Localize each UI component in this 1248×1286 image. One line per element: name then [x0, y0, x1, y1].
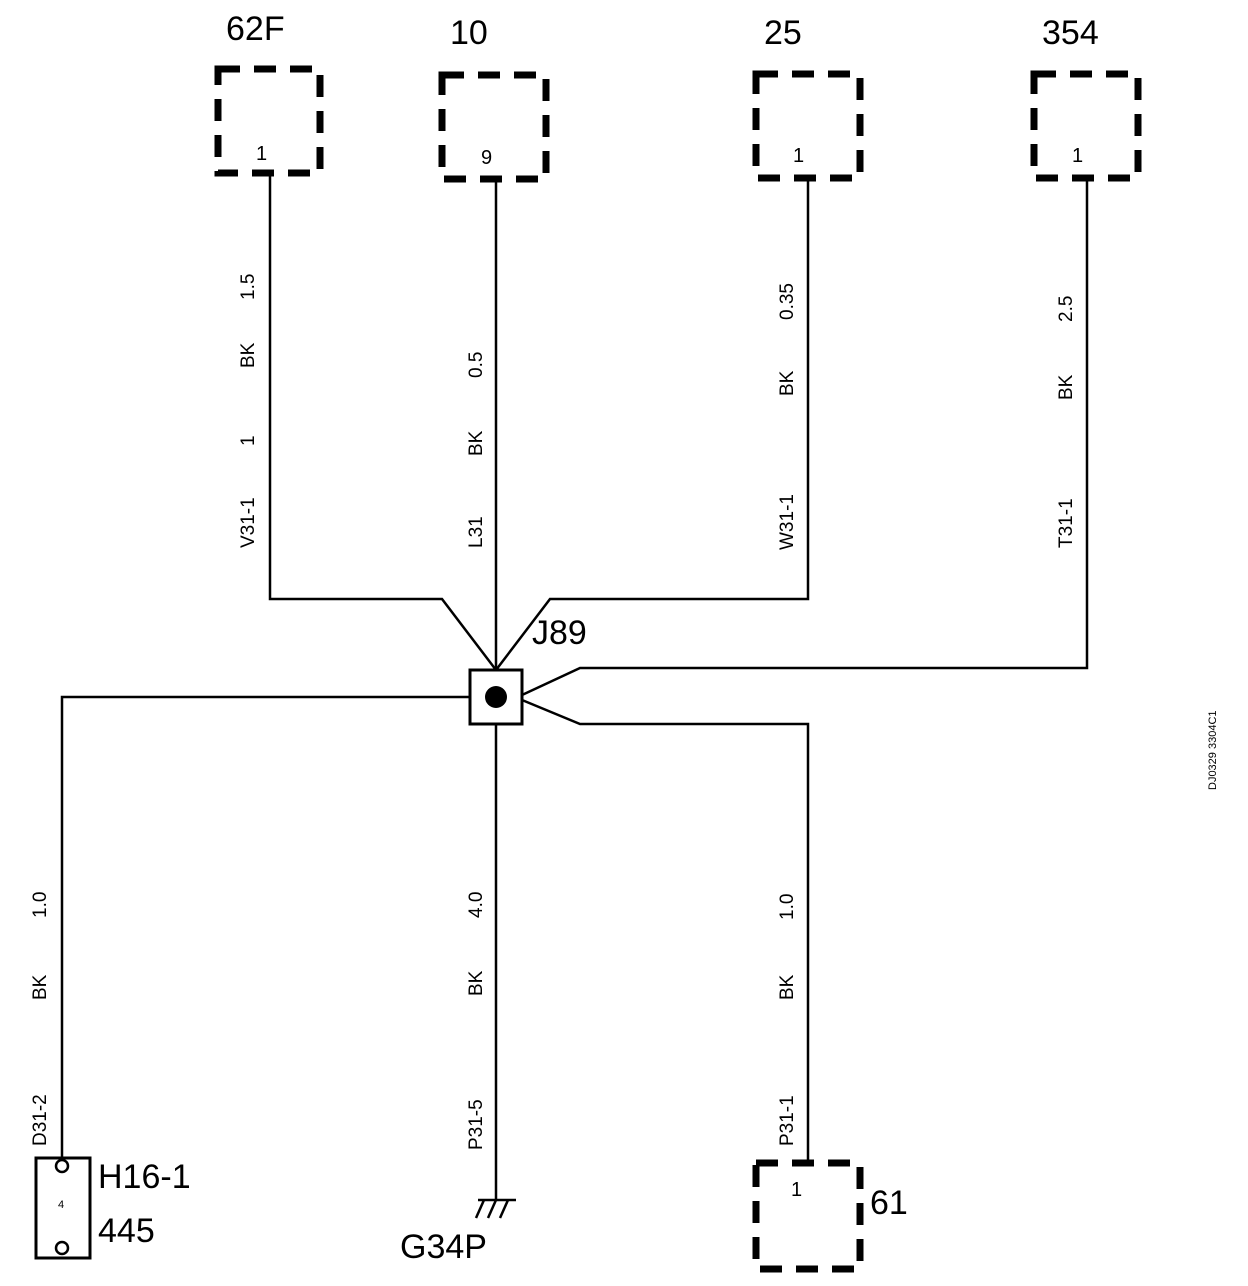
splice-label: J89 [532, 614, 587, 652]
connector-354-pin: 1 [1072, 145, 1083, 167]
wire-size-label: 1.5 [238, 274, 259, 300]
wire-t31-1 [521, 178, 1089, 697]
connector-62f: 62F 1 [214, 10, 324, 177]
connector-62f-box [214, 65, 324, 177]
component-terminal-top [54, 1158, 70, 1174]
wire-p31-1 [521, 698, 810, 1162]
wire-v31-1 [268, 173, 497, 671]
connector-61-label: 61 [870, 1184, 908, 1222]
wire-d31-2 [60, 695, 470, 1158]
wire-labels-p31-5: 4.0 BK P31-5 [466, 892, 487, 1150]
wire-size-label: 1.0 [30, 892, 51, 918]
component-pin: 4 [58, 1199, 64, 1211]
connector-354-label: 354 [1042, 14, 1099, 52]
wire-pin-label: 1 [238, 435, 259, 446]
ground-g34p: G34P [400, 1198, 516, 1266]
ground-hatch [486, 1199, 498, 1219]
component-name: H16-1 [98, 1158, 191, 1196]
wire-circuit-label: P31-1 [777, 1095, 798, 1146]
figure-id: DJ0329 3304C1 [1207, 710, 1219, 790]
wire-color-label: BK [466, 430, 487, 456]
connector-25-box [752, 70, 864, 182]
connector-10-box [438, 71, 550, 183]
wire-color-label: BK [30, 974, 51, 1000]
wire-size-label: 1.0 [777, 894, 798, 920]
wire-w31-1 [495, 178, 810, 671]
splice-dot [485, 686, 507, 708]
component-number: 445 [98, 1212, 155, 1250]
wire-circuit-label: D31-2 [30, 1094, 51, 1146]
component-terminal-bottom [54, 1240, 70, 1256]
wire-circuit-label: L31 [466, 516, 487, 548]
connector-10-label: 10 [450, 14, 488, 52]
connector-61: 1 61 [752, 1159, 908, 1273]
wire-labels-l31: 0.5 BK L31 [466, 352, 487, 548]
connector-10: 10 9 [438, 14, 550, 183]
wire-labels-t31-1: 2.5 BK T31-1 [1056, 296, 1077, 548]
wire-color-label: BK [466, 970, 487, 996]
wire-color-label: BK [1056, 374, 1077, 400]
wire-size-label: 0.35 [777, 283, 798, 320]
connector-25-pin: 1 [793, 145, 804, 167]
ground-hatch [474, 1199, 486, 1219]
wire-circuit-label: P31-5 [466, 1099, 487, 1150]
ground-label: G34P [400, 1228, 487, 1266]
wire-labels-v31-1: 1.5 BK 1 V31-1 [238, 274, 259, 548]
connector-25: 25 1 [752, 14, 864, 182]
wire-labels-p31-1: 1.0 BK P31-1 [777, 894, 798, 1146]
wire-circuit-label: T31-1 [1056, 498, 1077, 548]
wire-size-label: 0.5 [466, 352, 487, 378]
connector-25-label: 25 [764, 14, 802, 52]
connector-62f-pin: 1 [256, 143, 267, 165]
connector-354-box [1030, 70, 1142, 182]
wire-color-label: BK [238, 342, 259, 368]
wire-labels-w31-1: 0.35 BK W31-1 [777, 283, 798, 550]
connector-354: 354 1 [1030, 14, 1142, 182]
wire-color-label: BK [777, 370, 798, 396]
connector-61-box [752, 1159, 864, 1273]
connector-10-pin: 9 [481, 147, 492, 169]
connector-61-pin: 1 [791, 1179, 802, 1201]
connector-62f-label: 62F [226, 10, 285, 48]
wire-circuit-label: V31-1 [238, 497, 259, 548]
ground-hatch [498, 1199, 510, 1219]
component-h16-1: 4 H16-1 445 [34, 1156, 191, 1260]
splice-j89: J89 [468, 614, 587, 726]
wire-size-label: 2.5 [1056, 296, 1077, 322]
wire-color-label: BK [777, 974, 798, 1000]
wire-labels-d31-2: 1.0 BK D31-2 [30, 892, 51, 1146]
wire-size-label: 4.0 [466, 892, 487, 918]
wire-circuit-label: W31-1 [777, 494, 798, 550]
